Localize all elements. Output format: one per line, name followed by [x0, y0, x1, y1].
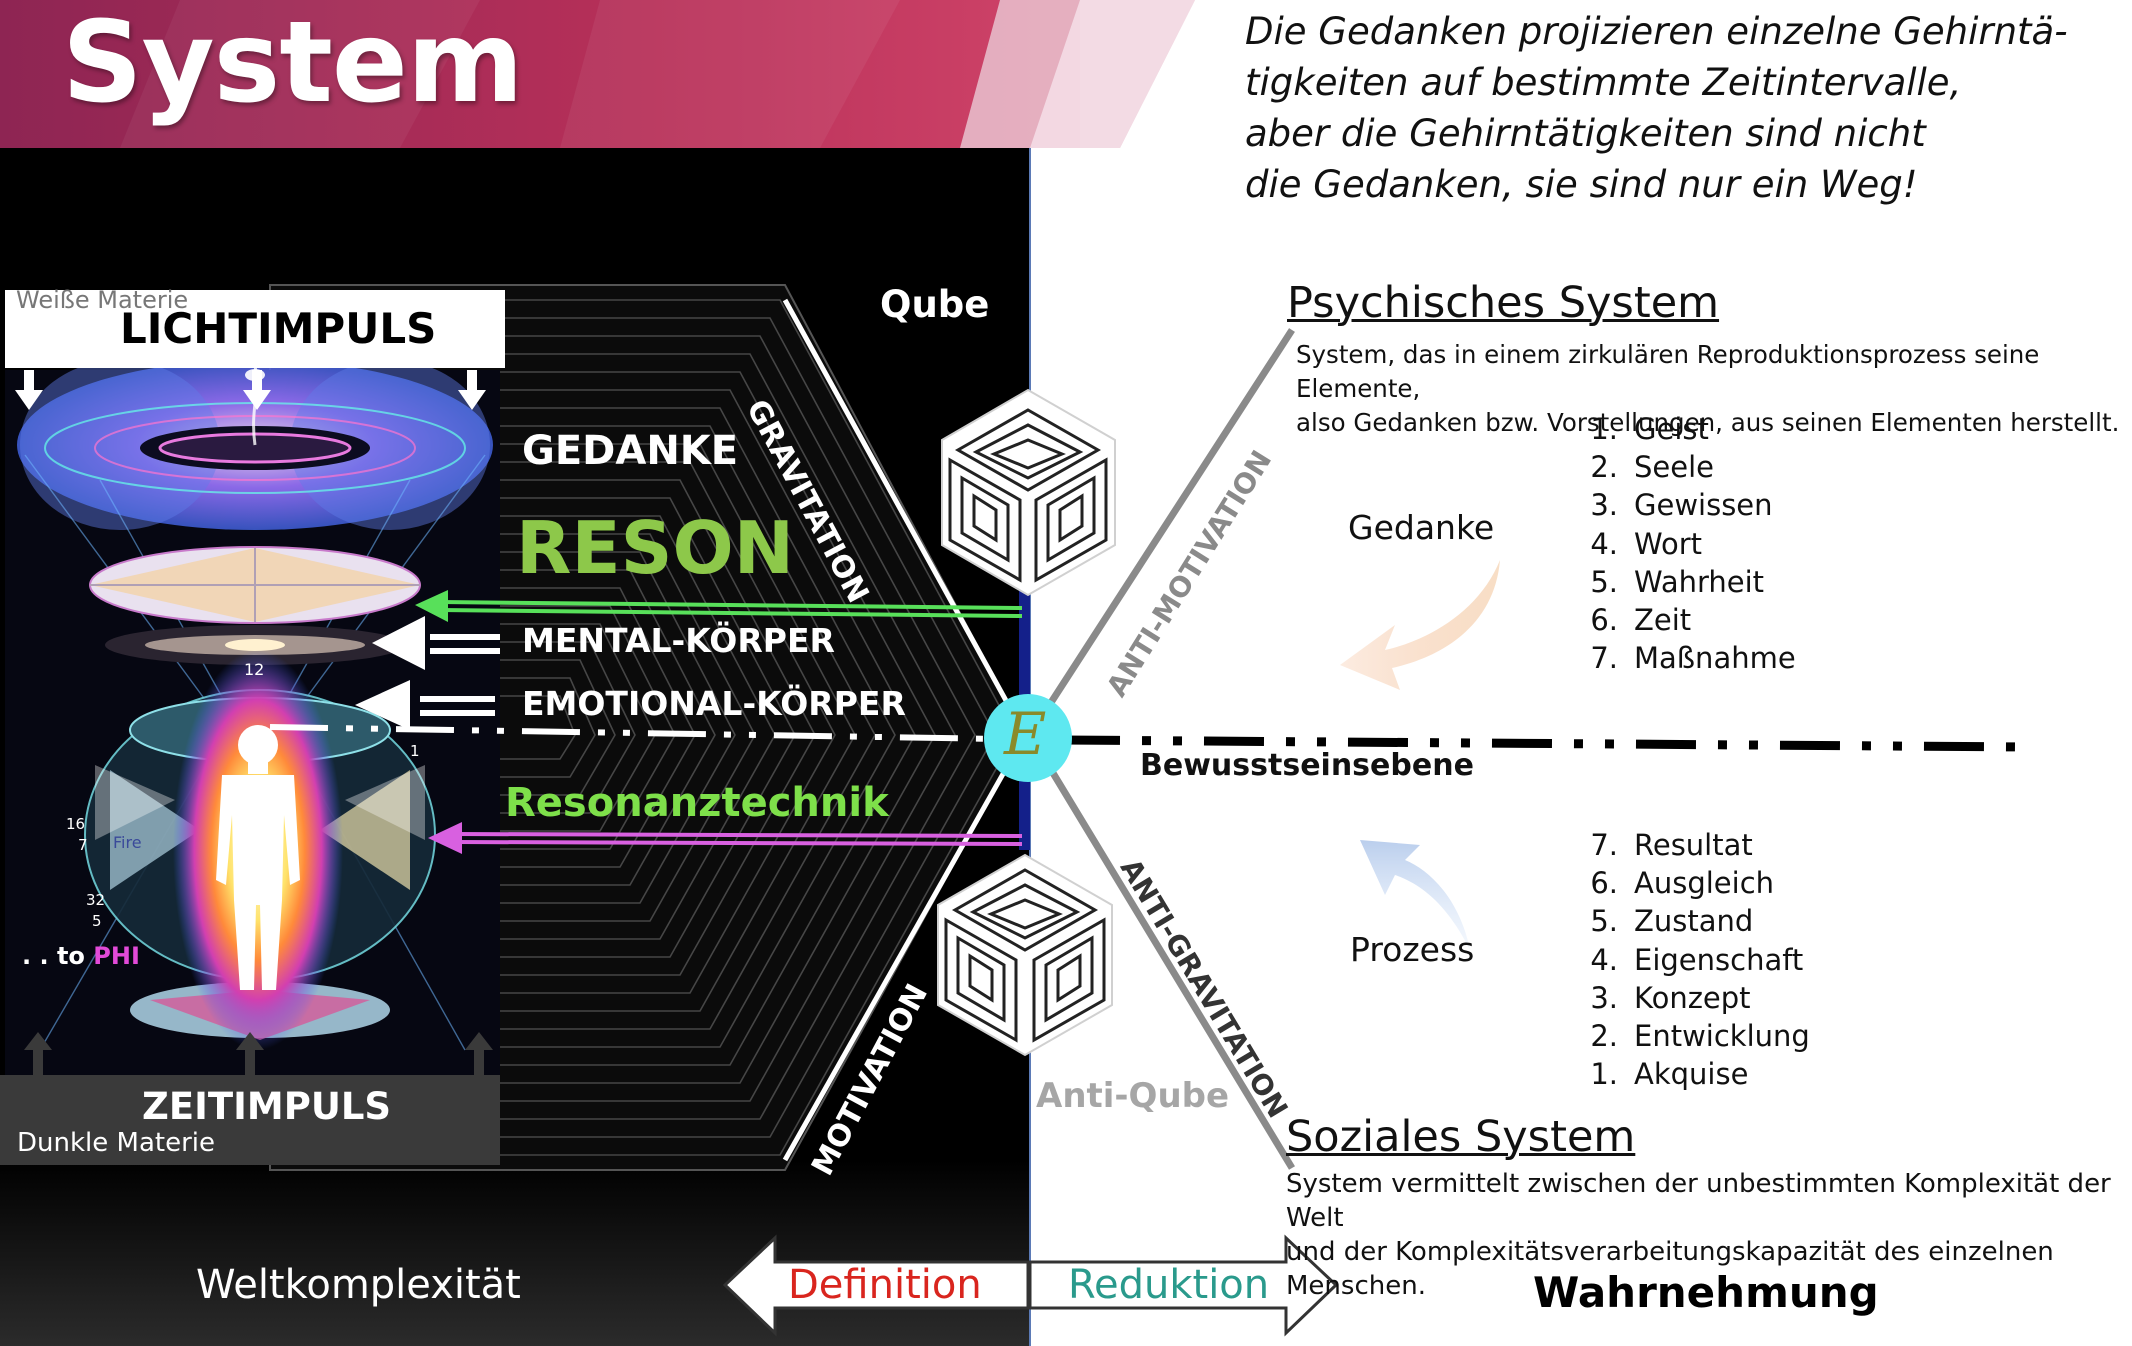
list-item: 2.Entwicklung: [1590, 1019, 1810, 1054]
gedanke-label: GEDANKE: [522, 428, 739, 474]
dunkle-materie-label: Dunkle Materie: [17, 1128, 215, 1158]
list-item: 5.Zustand: [1590, 904, 1754, 939]
mandala-disc: [89, 546, 421, 624]
psychisches-system-desc: System, das in einem zirkulären Reproduk…: [1296, 338, 2132, 440]
list-item: 5.Wahrheit: [1590, 564, 1765, 599]
number-32: 32: [86, 891, 106, 909]
list-item: 3.Konzept: [1590, 980, 1751, 1015]
weisse-materie-label: Weiße Materie: [16, 286, 189, 314]
anti-qube-label: Anti-Qube: [1036, 1076, 1230, 1116]
galaxy: [105, 625, 405, 665]
gedanke-side-label: Gedanke: [1348, 508, 1495, 547]
anti-qube-cube: [937, 853, 1113, 1057]
list-item: 4.Wort: [1590, 526, 1703, 561]
lichtimpuls-label: LICHTIMPULS: [120, 304, 437, 353]
list-item: 1.Geist: [1590, 412, 1709, 446]
bewusstseinsebene-label: Bewusstseinsebene: [1140, 748, 1474, 783]
desc-line: und der Komplexitätsverarbeitungskapazit…: [1286, 1237, 2054, 1301]
anti-gravitation-line: [1027, 733, 1295, 1170]
list-item: 7.Resultat: [1590, 828, 1753, 862]
quote-line: die Gedanken, sie sind nur ein Weg!: [1245, 163, 1918, 206]
e-letter: E: [1004, 700, 1047, 768]
resonanztechnik-label: Resonanztechnik: [505, 780, 889, 826]
reduktion-arrow: [1028, 1234, 1339, 1337]
bewusstseinsebene-line: [269, 724, 2031, 752]
emotional-koerper-label: EMOTIONAL-KÖRPER: [522, 684, 906, 723]
list-item: 2.Seele: [1590, 450, 1714, 485]
number-16: 16: [66, 815, 86, 833]
qube-cube: [941, 388, 1116, 597]
desc-line: System, das in einem zirkulären Reproduk…: [1296, 340, 2040, 403]
soziales-system-desc: System vermittelt zwischen der unbestimm…: [1286, 1167, 2132, 1303]
fire-label: Fire: [113, 833, 142, 852]
list-item: 3.Gewissen: [1590, 488, 1773, 523]
quote-line: Die Gedanken projizieren einzelne Gehirn…: [1245, 10, 2068, 53]
human-sphere: [84, 650, 436, 1050]
torus-graphic: [17, 360, 493, 530]
number-5: 5: [92, 912, 102, 930]
desc-line: System vermittelt zwischen der unbestimm…: [1286, 1169, 2111, 1233]
zeitimpuls-arrows: [24, 1032, 493, 1077]
to-phi-suffix: PHI: [93, 942, 140, 970]
lichtimpuls-arrows: [15, 370, 486, 410]
emotional-arrow: [355, 680, 495, 730]
e-circle: [984, 694, 1072, 782]
to-phi-label: . . to PHI: [22, 942, 140, 970]
number-7: 7: [78, 836, 88, 854]
qube-label: Qube: [880, 283, 990, 326]
zeitimpuls-label: ZEITIMPULS: [142, 1085, 392, 1128]
soziales-system-title: Soziales System: [1286, 1112, 1636, 1162]
quote-line: tigkeiten auf bestimmte Zeitintervalle,: [1245, 61, 1962, 104]
wahrnehmung-label: Wahrnehmung: [1533, 1268, 1879, 1317]
reduktion-label: Reduktion: [1068, 1262, 1270, 1308]
list-item: 1.Akquise: [1590, 1057, 1749, 1092]
desc-line: also Gedanken bzw. Vorstellungen, aus se…: [1296, 408, 2120, 437]
to-phi-prefix: . . to: [22, 942, 85, 970]
number-1: 1: [410, 742, 420, 760]
list-item: 4.Eigenschaft: [1590, 942, 1804, 977]
mental-koerper-label: MENTAL-KÖRPER: [522, 621, 835, 660]
definition-arrow: [722, 1234, 1030, 1337]
quote: Die Gedanken projizieren einzelne Gehirn…: [1245, 6, 2105, 210]
gedanke-arrow: [1340, 560, 1500, 690]
page-title: System: [62, 0, 524, 128]
definition-label: Definition: [788, 1262, 982, 1308]
green-arrow: [415, 590, 1023, 622]
weltkomplexitaet-label: Weltkomplexität: [196, 1262, 521, 1308]
anti-motivation-line: [1027, 328, 1295, 737]
reson-label: RESON: [516, 506, 794, 590]
psychisches-system-title: Psychisches System: [1287, 278, 1720, 328]
mental-arrow: [372, 616, 500, 670]
list-item: 6.Zeit: [1590, 603, 1692, 638]
list-item: 7.Maßnahme: [1590, 641, 1796, 676]
upper-list: 1.Geist 2.Seele 3.Gewissen 4.Wort 5.Wahr…: [1588, 410, 1796, 677]
list-item: 6.Ausgleich: [1590, 866, 1775, 901]
prozess-arrow: [1360, 840, 1470, 950]
quote-line: aber die Gehirntätigkeiten sind nicht: [1245, 112, 1926, 155]
magenta-arrow: [428, 822, 1023, 854]
lower-list: 7.Resultat 6.Ausgleich 5.Zustand 4.Eigen…: [1588, 826, 1810, 1093]
number-12: 12: [244, 660, 265, 679]
prozess-label: Prozess: [1350, 930, 1475, 969]
